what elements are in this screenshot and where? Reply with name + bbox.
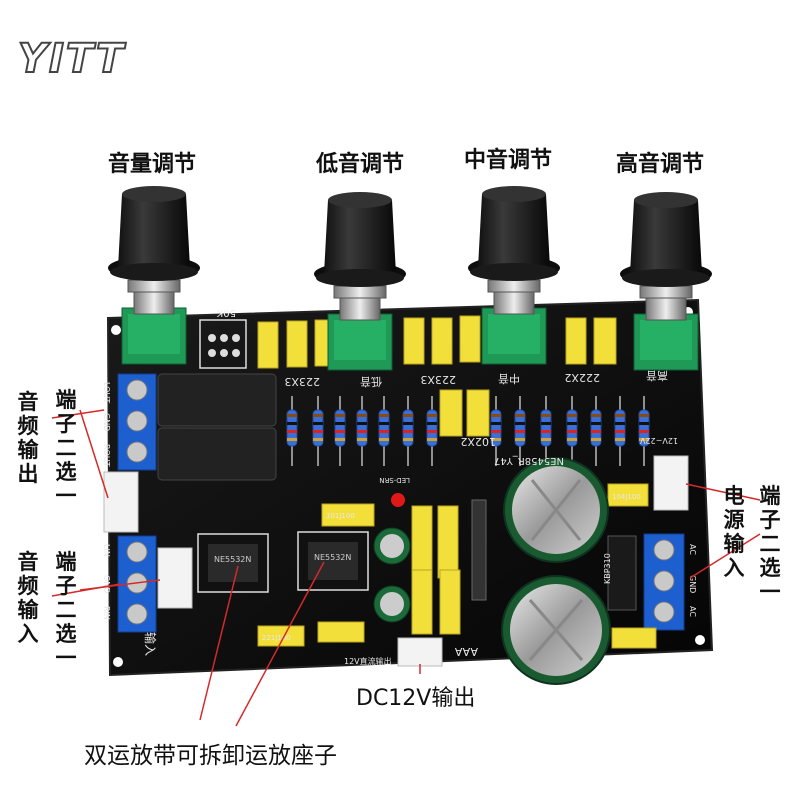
resistor <box>334 396 346 466</box>
silk-treble: 高音 <box>646 369 668 383</box>
knob-label-bass: 低音调节 <box>316 152 405 177</box>
relay-bottom <box>157 427 277 481</box>
jst-connector-input <box>157 547 193 609</box>
resistor <box>378 396 390 466</box>
resistor <box>490 396 502 466</box>
silk-222x2: 222X2 <box>564 371 600 384</box>
pot-footprint <box>199 319 247 369</box>
jst-connector-power <box>653 455 689 511</box>
silk-101j100: 101J100 <box>326 512 355 520</box>
label-power-input: 电源输入 <box>723 484 745 580</box>
opamp-socket-b: NE5532N <box>297 531 369 591</box>
resistor <box>356 396 368 466</box>
label-terminal-select-input: 端子二选一 <box>55 550 77 670</box>
resistor <box>614 396 626 466</box>
silk-223x3-a: 223X3 <box>284 375 320 388</box>
resistor <box>514 396 526 466</box>
silk-12v-out: 12V直流输出 <box>344 656 392 666</box>
label-audio-output: 音频输出 <box>17 390 39 486</box>
knobs <box>108 186 712 371</box>
terminal-block-output <box>117 373 157 471</box>
film-capacitors-top <box>257 315 617 437</box>
out-terminal-1: LOUT <box>102 382 111 403</box>
terminal-block-power <box>643 533 685 631</box>
out-terminal-2: GND <box>102 413 111 431</box>
in-terminal-1: LIN <box>102 544 111 557</box>
label-audio-input: 音频输入 <box>17 550 39 646</box>
pot-value-text: 50K <box>216 307 236 318</box>
silk-led: LED-SRN <box>379 476 410 484</box>
silk-rectifier: KBP310 <box>603 553 612 584</box>
knob-mid[interactable] <box>468 186 560 365</box>
label-dc12v-output: DC12V输出 <box>356 686 476 711</box>
resistor <box>638 396 650 466</box>
opamp-chip-b-text: NE5532N <box>314 553 351 562</box>
jst-connector-dc-out <box>397 637 443 667</box>
silk-mid: 中音 <box>498 372 520 386</box>
resistor <box>286 396 298 466</box>
relay-top <box>157 373 277 427</box>
opamp-chip-a-text: NE5532N <box>214 555 251 564</box>
ac-terminal-1: AC <box>688 544 697 555</box>
in-terminal-2: GND <box>102 575 111 593</box>
label-terminal-select-output: 端子二选一 <box>55 388 77 508</box>
silk-power-range: 12V~22V <box>639 436 678 445</box>
silk-104j100: 104J100 <box>612 493 641 501</box>
silk-221j100: 221J100 <box>262 634 291 642</box>
resistor <box>312 396 324 466</box>
ac-terminal-3: AC <box>688 606 697 617</box>
resistor <box>402 396 414 466</box>
resistor-row <box>286 396 650 466</box>
brand-logo: YITT <box>17 35 126 83</box>
knob-label-treble: 高音调节 <box>616 152 705 177</box>
knob-label-volume: 音量调节 <box>108 152 197 177</box>
label-dual-opamp: 双运放带可拆卸运放座子 <box>84 743 337 769</box>
silk-input-mark: 输入 <box>143 632 158 656</box>
big-capacitor-bottom <box>501 575 611 685</box>
out-terminal-3: ROUT <box>102 444 111 467</box>
jst-connector-output <box>103 471 139 533</box>
silk-model: NE5458R_Y47 <box>494 455 564 466</box>
resistor <box>590 396 602 466</box>
silk-aaa: AAA <box>454 645 478 658</box>
silk-223x3-b: 223X3 <box>420 373 456 386</box>
in-terminal-3: RIN <box>102 606 111 620</box>
silk-bass: 低音 <box>360 375 382 389</box>
knob-label-mid: 中音调节 <box>464 148 553 173</box>
resistor <box>426 396 438 466</box>
opamp-socket-a: NE5532N <box>197 533 269 593</box>
silk-102x2: 102X2 <box>460 435 496 448</box>
resistor <box>566 396 578 466</box>
knob-treble[interactable] <box>620 192 712 371</box>
knob-volume[interactable] <box>108 186 200 365</box>
led <box>391 493 405 507</box>
ac-terminal-2: GND <box>688 575 697 593</box>
rectifier <box>607 535 637 611</box>
resistor <box>540 396 552 466</box>
callout-lines <box>51 409 761 727</box>
label-terminal-select-power: 端子二选一 <box>759 484 781 604</box>
knob-bass[interactable] <box>314 192 406 371</box>
big-capacitor-top <box>503 457 609 563</box>
